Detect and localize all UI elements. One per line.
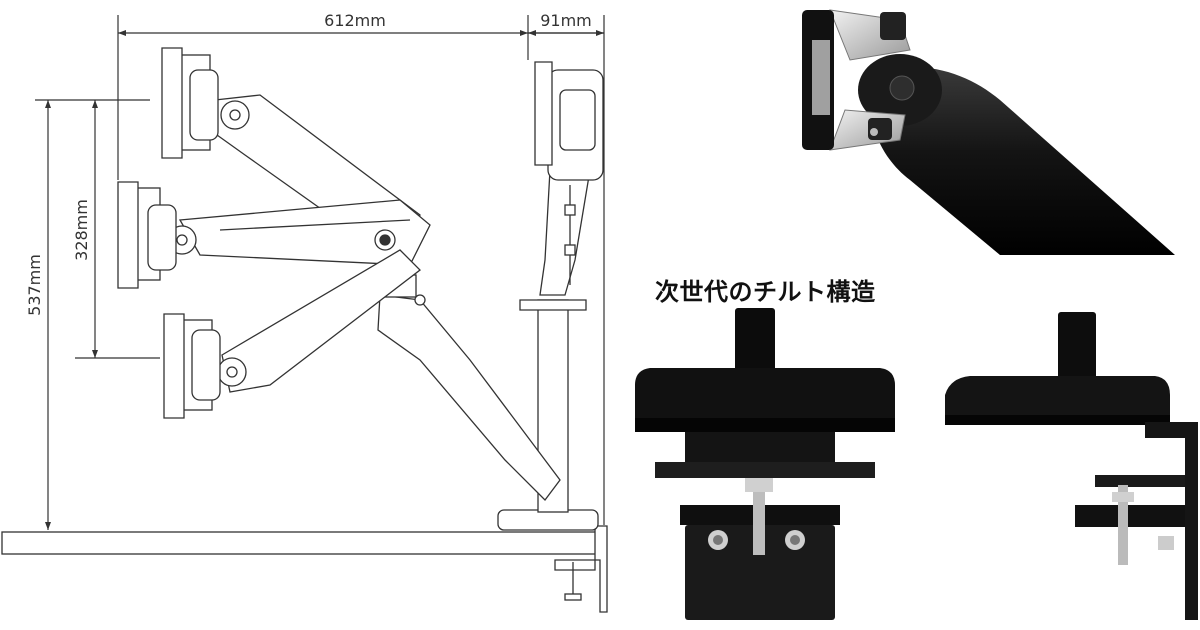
- photo-tilt-head: [790, 0, 1200, 262]
- desk: [1, 525, 608, 613]
- photo-clamp-side: [930, 300, 1200, 630]
- photo-tilt-head-svg: [802, 9, 1175, 255]
- arm-side-view: [534, 61, 604, 296]
- arm-position-middle: [117, 181, 431, 289]
- dimension-drawing: 612mm 91mm 537mm 328mm: [1, 11, 608, 613]
- dimension-drawing-svg: 612mm 91mm 537mm 328mm: [1, 11, 608, 613]
- photo-clamp-front: [630, 300, 900, 630]
- arm-position-bottom: [163, 249, 421, 419]
- photo-clamp-side-svg: [945, 312, 1198, 620]
- dim-label-width-side: 91mm: [540, 11, 592, 30]
- tilt-caption: 次世代のチルト構造: [655, 278, 876, 306]
- photo-clamp-front-svg: [635, 308, 895, 620]
- dim-label-height-total: 537mm: [25, 254, 44, 316]
- dim-label-width-total: 612mm: [324, 11, 386, 30]
- dim-label-height-range: 328mm: [72, 199, 91, 261]
